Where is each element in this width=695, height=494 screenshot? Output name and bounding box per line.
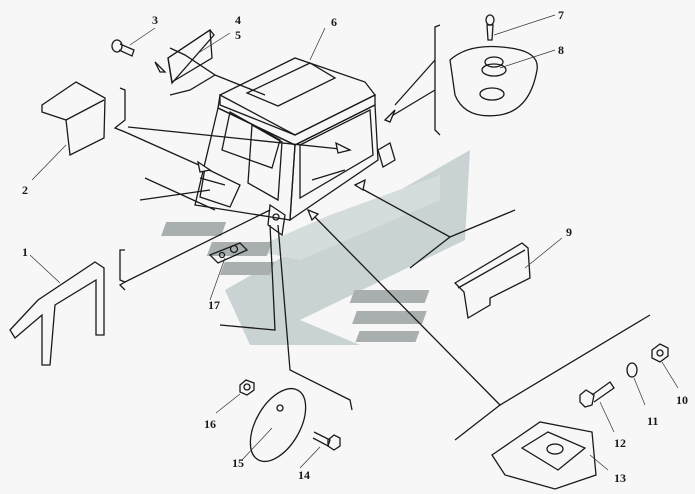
angle-bracket-part-2 [41, 81, 106, 156]
callout-16: 16 [204, 417, 216, 431]
bolt-part-14 [312, 431, 341, 451]
callout-11: 11 [647, 414, 659, 428]
lock-washer-part-11 [626, 362, 638, 378]
assembly-leader-lines [113, 24, 651, 441]
callout-5: 5 [235, 28, 241, 42]
callout-14: 14 [298, 468, 310, 482]
rail-bracket-part-9 [453, 242, 531, 320]
small-plate-part-17 [208, 242, 249, 264]
cab-part-6 [194, 57, 396, 237]
callout-9: 9 [566, 225, 572, 239]
callout-1: 1 [22, 245, 28, 259]
callout-13: 13 [614, 471, 626, 485]
callout-10: 10 [676, 393, 688, 407]
plate-part-4-5 [167, 28, 215, 85]
bracket-part-1 [9, 261, 105, 366]
round-cover-part-15 [249, 388, 307, 462]
callout-12: 12 [614, 436, 626, 450]
callout-6: 6 [331, 15, 337, 29]
mounting-plate-part-13 [491, 421, 597, 490]
grease-fitting-inset [449, 14, 538, 117]
bolt-part-3 [111, 39, 135, 57]
callout-leaders [29, 14, 679, 471]
watermark-logo [161, 150, 470, 345]
nut-part-16 [239, 379, 255, 396]
callout-17: 17 [208, 298, 220, 312]
callout-15: 15 [232, 456, 244, 470]
callout-3: 3 [152, 13, 158, 27]
callout-8: 8 [558, 43, 564, 57]
callout-2: 2 [22, 183, 28, 197]
bolt-part-12 [579, 381, 615, 408]
callout-4: 4 [235, 13, 241, 27]
callout-7: 7 [558, 8, 564, 22]
arrowheads [154, 61, 396, 222]
nut-part-10 [651, 343, 669, 363]
